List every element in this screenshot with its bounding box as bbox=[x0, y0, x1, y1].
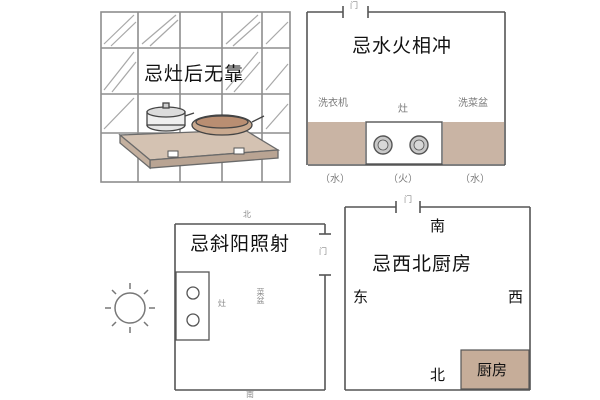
kitchen-label: 厨房 bbox=[477, 361, 508, 379]
sun-room-stove bbox=[175, 271, 210, 341]
stove-label-sun: 灶 bbox=[218, 299, 226, 308]
sink-counter bbox=[443, 122, 504, 164]
east-label: 东 bbox=[353, 288, 369, 306]
stove-label-water-fire: 灶 bbox=[398, 104, 408, 115]
water-fire-room bbox=[306, 6, 506, 165]
washing-machine-counter bbox=[308, 122, 365, 164]
left-element-label: （水） bbox=[320, 174, 350, 185]
sun-room bbox=[174, 223, 331, 391]
kitchen-block bbox=[460, 349, 530, 390]
title-northwest: 忌西北厨房 bbox=[372, 253, 473, 275]
south-label-sun: 南 bbox=[246, 390, 254, 399]
stove-top-illustration bbox=[118, 129, 281, 170]
center-element-label: （火） bbox=[388, 174, 418, 185]
title-water-fire: 忌水火相冲 bbox=[352, 35, 453, 57]
title-stove-back: 忌灶后无靠 bbox=[144, 63, 245, 85]
title-sun: 忌斜阳照射 bbox=[190, 233, 291, 255]
south-label: 南 bbox=[430, 217, 446, 235]
door-label-northwest: 门 bbox=[404, 195, 412, 204]
sink-label-water-fire: 洗菜盆 bbox=[458, 98, 488, 109]
washing-machine-label: 洗衣机 bbox=[318, 98, 348, 109]
right-element-label: （水） bbox=[460, 174, 490, 185]
north-label-sun: 北 bbox=[243, 210, 251, 219]
pot-icon bbox=[146, 102, 195, 132]
door-label-sun: 门 bbox=[319, 247, 327, 256]
wok-icon bbox=[191, 114, 265, 136]
northwest-room bbox=[344, 201, 531, 391]
north-label: 北 bbox=[430, 366, 446, 384]
door-label-water-fire: 门 bbox=[350, 1, 358, 10]
west-label: 西 bbox=[508, 288, 524, 306]
center-stove bbox=[308, 121, 505, 166]
sun-icon bbox=[105, 283, 155, 333]
sink-label-sun: 菜盆 bbox=[256, 288, 265, 304]
